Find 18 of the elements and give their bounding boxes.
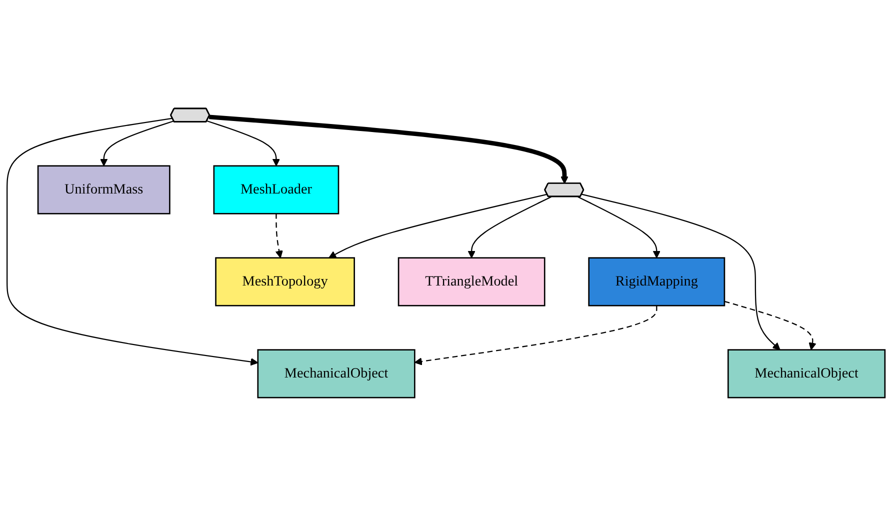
node-box: MechanicalObject xyxy=(727,349,886,398)
node-box: UniformMass xyxy=(37,165,170,214)
arrow xyxy=(6,118,258,366)
node-box: MeshTopology xyxy=(215,257,355,306)
node-box: MeshLoader xyxy=(213,165,340,214)
arrow xyxy=(414,306,658,366)
node-box: RigidMapping xyxy=(588,257,726,306)
arrow xyxy=(468,196,552,258)
arrow xyxy=(100,120,174,166)
arrow xyxy=(724,300,816,350)
arrow xyxy=(578,196,661,258)
arrow xyxy=(582,194,780,350)
arrow xyxy=(206,120,280,166)
arrow xyxy=(208,114,568,184)
arrow xyxy=(328,194,548,258)
node-box: MechanicalObject xyxy=(257,349,416,398)
node-box: TTriangleModel xyxy=(398,257,546,306)
arrow xyxy=(275,214,283,258)
